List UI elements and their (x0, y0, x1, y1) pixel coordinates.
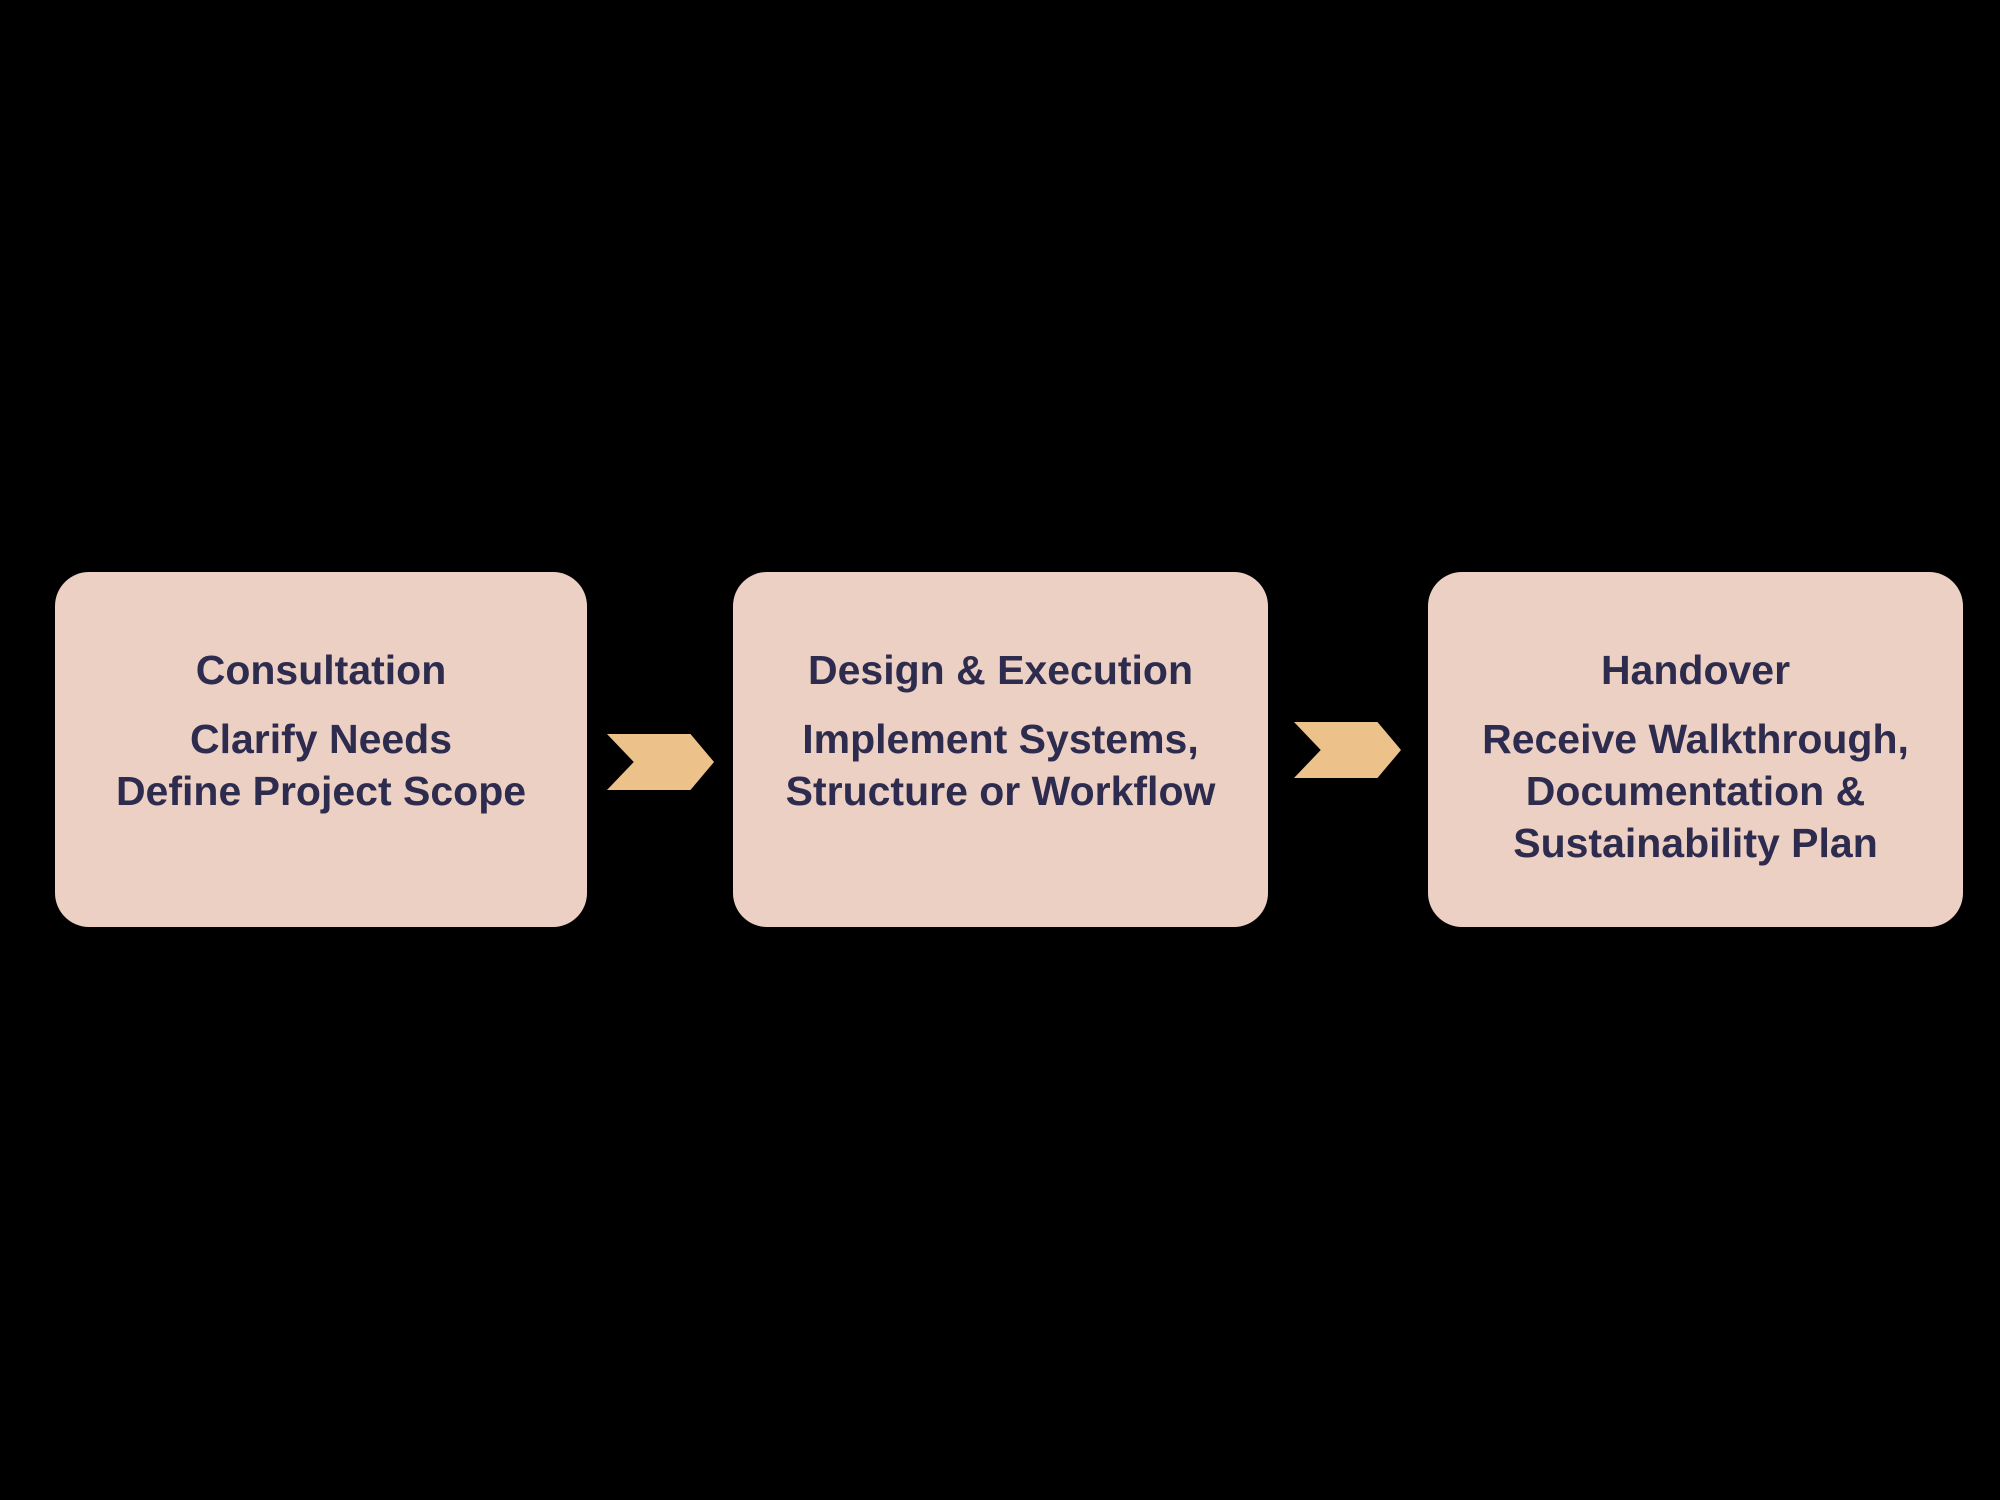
chevron-right-arrow-icon (607, 734, 714, 790)
step-title: Handover (1600, 647, 1791, 693)
step-title: Design & Execution (807, 647, 1193, 693)
step-description: Implement Systems, Structure or Workflow (733, 713, 1268, 817)
step-box-consultation: Consultation Clarify Needs Define Projec… (55, 572, 587, 927)
step-description-line: Structure or Workflow (785, 768, 1216, 814)
step-box-design-execution: Design & Execution Implement Systems, St… (733, 572, 1268, 927)
chevron-right-arrow-icon (1294, 722, 1401, 778)
step-description-line: Receive Walkthrough, (1482, 716, 1909, 762)
step-description-line: Implement Systems, (802, 716, 1199, 762)
step-box-handover: Handover Receive Walkthrough, Documentat… (1428, 572, 1963, 927)
step-description-line: Define Project Scope (115, 768, 527, 814)
step-description: Clarify Needs Define Project Scope (55, 713, 587, 817)
step-description-line: Clarify Needs (189, 716, 453, 762)
step-title: Consultation (195, 647, 447, 693)
step-description-line: Documentation & (1525, 768, 1866, 814)
step-description-line: Sustainability Plan (1513, 820, 1878, 866)
step-description: Receive Walkthrough, Documentation & Sus… (1428, 713, 1963, 869)
